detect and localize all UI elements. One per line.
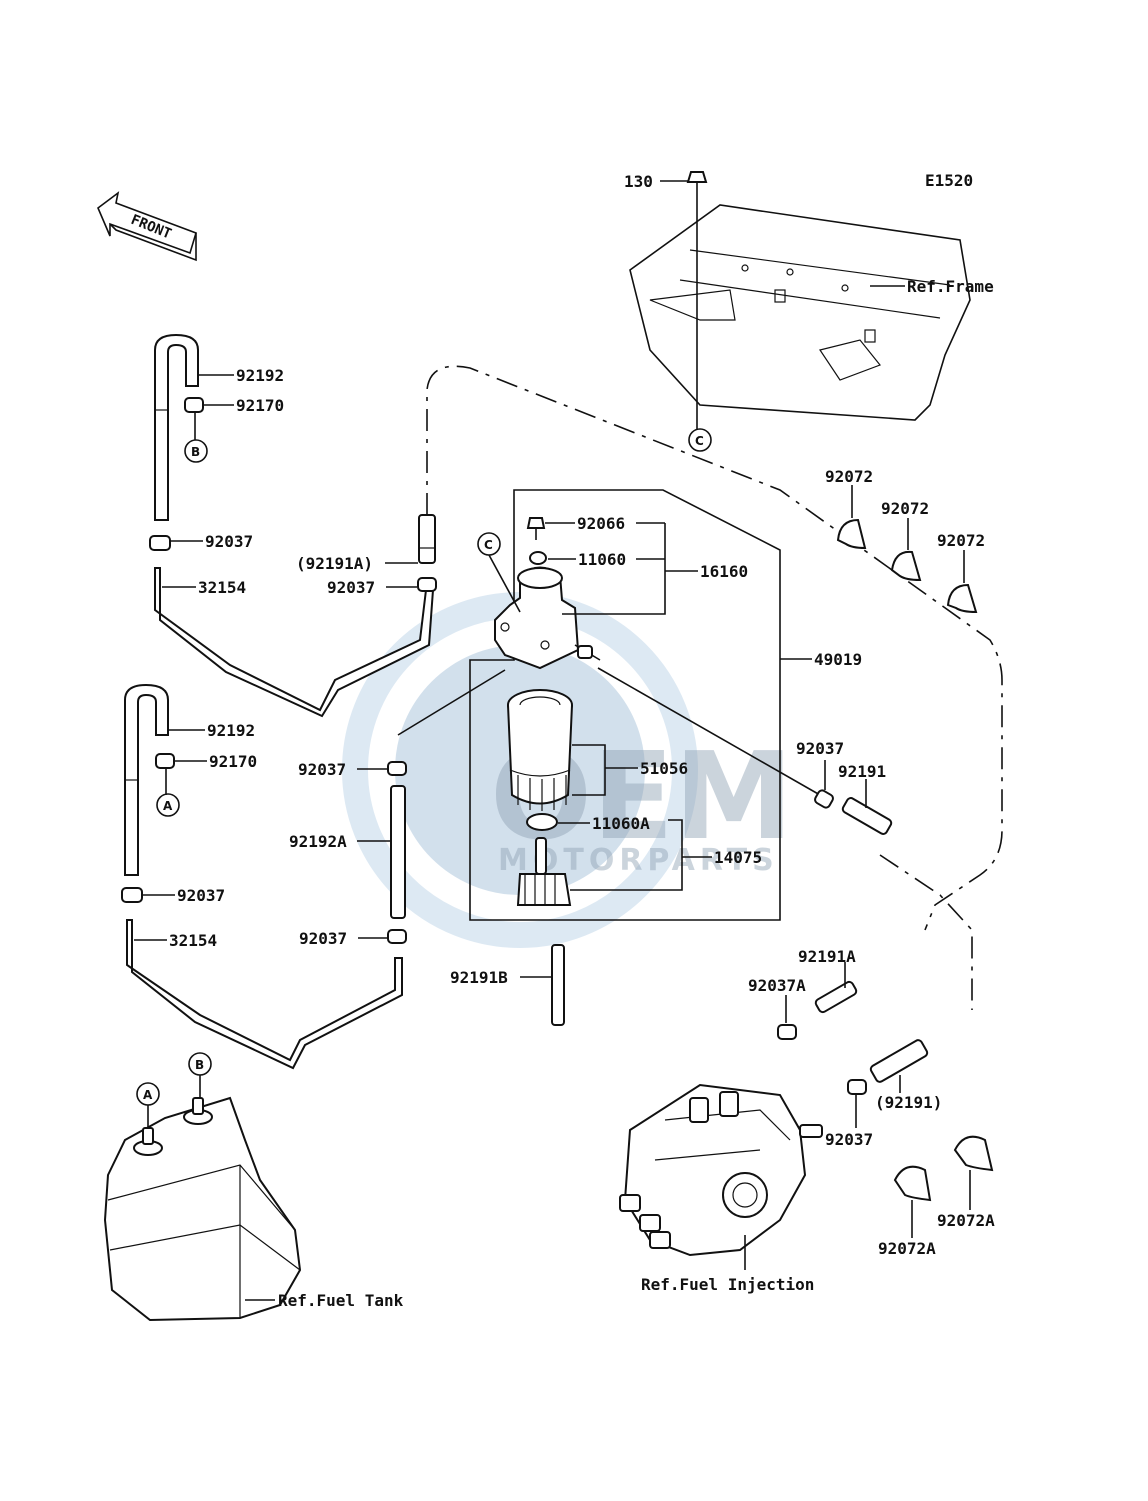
hose-92192-lower [124,683,169,876]
label-51056: 51056 [640,759,688,778]
bolt-130 [686,171,708,430]
fuel-filter-head [494,566,601,670]
hose-92191A-paren [418,514,436,564]
clamp-92037-left-upper [149,535,171,551]
washer-11060 [529,551,547,565]
diagram-code: E1520 [925,171,973,190]
label-92072-3: 92072 [937,531,985,550]
clamp-92037-center [387,761,407,776]
hose-92191A [814,980,858,1014]
label-92192-lower: 92192 [207,721,255,740]
label-92170-upper: 92170 [236,396,284,415]
callout-a-hose: A [156,793,180,817]
label-92191A: 92191A [798,947,856,966]
label-92037-mid-upper: 92037 [327,578,375,597]
label-32154-upper: 32154 [198,578,246,597]
label-49019: 49019 [814,650,862,669]
label-16160: 16160 [700,562,748,581]
watermark: OEM MOTORPARTS [342,592,793,948]
clamp-92037-right [814,789,834,809]
clamp-92170-upper [184,397,204,440]
label-92072-2: 92072 [881,499,929,518]
clamp-92037-mid-upper [417,577,437,592]
hose-92191-paren [869,1039,929,1083]
frame-illustration [629,204,971,421]
clamp-92037-center-lower [387,929,407,944]
label-92191A-paren: (92191A) [296,554,373,573]
pipe-32154-upper [154,567,435,718]
label-11060: 11060 [578,550,626,569]
clamp-92072A-2 [953,1135,994,1172]
clamp-92072-3 [946,583,978,614]
label-130: 130 [624,172,653,191]
label-92192-upper: 92192 [236,366,284,385]
clamp-92037-left-lower [121,887,143,903]
callout-b-hose: B [184,439,208,463]
callout-a-tank: A [136,1082,160,1106]
label-92037-pump: 92037 [825,1130,873,1149]
svg-text:B: B [191,445,200,459]
pipe-32154-lower [126,919,403,1070]
label-92037-center: 92037 [298,760,346,779]
fuel-tank [103,1096,302,1322]
filter-cartridge-51056 [507,689,573,811]
label-ref-fuel-injection: Ref.Fuel Injection [641,1275,814,1294]
svg-text:C: C [695,434,704,448]
label-92191-paren: (92191) [875,1093,942,1112]
label-92191B: 92191B [450,968,508,987]
clamp-92037-pump [847,1079,867,1095]
label-92037-center-lower: 92037 [299,929,347,948]
label-92066: 92066 [577,514,625,533]
clamp-92072-1 [836,518,867,550]
front-arrow: FRONT [97,191,197,262]
clamp-92170-lower [155,753,175,795]
label-14075: 14075 [714,848,762,867]
callout-c-filter: C [477,532,521,613]
clamp-92072-2 [890,550,922,582]
clamp-92072A-1 [893,1165,932,1202]
clamp-92037A [777,1024,797,1040]
hose-92191B [551,944,565,1026]
svg-text:A: A [143,1088,153,1102]
hose-92192A [390,785,406,919]
label-92037A: 92037A [748,976,806,995]
label-11060A: 11060A [592,814,650,833]
label-92192A: 92192A [289,832,347,851]
fuel-injection-pump [619,1083,823,1257]
label-ref-fuel-tank: Ref.Fuel Tank [278,1291,404,1310]
label-32154-lower: 32154 [169,931,217,950]
hose-92191 [841,797,893,835]
label-92072A-1: 92072A [878,1239,936,1258]
bolt-92066 [526,517,546,540]
svg-text:B: B [195,1058,204,1072]
callout-b-tank: B [188,1052,212,1076]
oring-11060A [526,813,558,831]
svg-text:C: C [484,538,493,552]
label-92037-left-lower: 92037 [177,886,225,905]
sediment-bowl-14075 [516,837,572,906]
label-92072-1: 92072 [825,467,873,486]
callout-c-frame: C [688,428,712,452]
label-92037-left-upper: 92037 [205,532,253,551]
label-92037-right: 92037 [796,739,844,758]
label-92191: 92191 [838,762,886,781]
hose-92192-upper [154,333,199,521]
label-92170-lower: 92170 [209,752,257,771]
fuel-filter-box [469,489,781,921]
svg-text:A: A [163,799,173,813]
label-92072A-2: 92072A [937,1211,995,1230]
label-ref-frame: Ref.Frame [907,277,994,296]
